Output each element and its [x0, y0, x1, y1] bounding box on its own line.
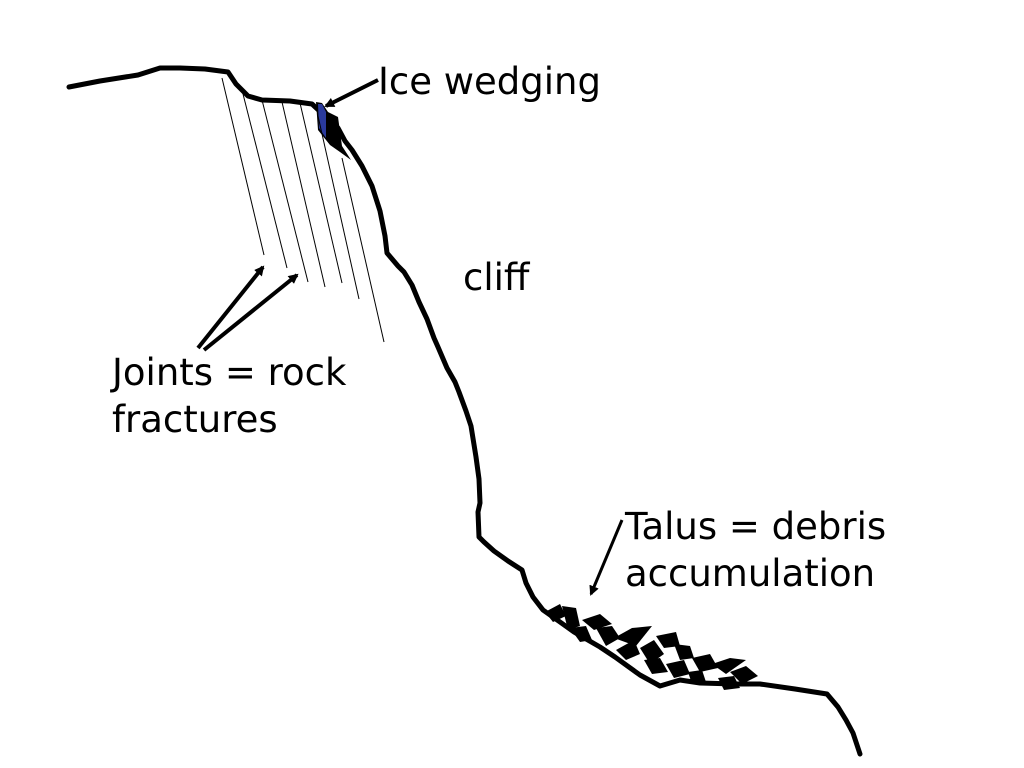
- joint-line: [241, 89, 288, 269]
- debris-rock: [674, 644, 694, 660]
- debris-rock: [688, 670, 706, 684]
- joint-line: [341, 157, 385, 343]
- joints-text-line1: Joints = rock: [112, 351, 347, 394]
- talus-text-line2: accumulation: [625, 552, 876, 595]
- debris-rock: [640, 640, 664, 664]
- debris-rock: [582, 614, 612, 630]
- debris-rock: [545, 604, 566, 622]
- debris-rock: [614, 626, 652, 646]
- debris-rock: [596, 626, 620, 646]
- ice-wedge-fill: [318, 104, 326, 138]
- cliff-label: cliff: [463, 254, 529, 301]
- debris-rock: [666, 660, 690, 678]
- ice-wedging-label: Ice wedging: [378, 58, 601, 105]
- cliff-text: cliff: [463, 256, 530, 299]
- debris-rock: [712, 658, 746, 674]
- joint-line: [261, 99, 309, 283]
- debris-rock: [730, 666, 758, 684]
- debris-rock: [692, 654, 718, 672]
- joints-text-line2: fractures: [112, 398, 278, 441]
- joint-line: [281, 101, 326, 288]
- joint-line: [221, 77, 265, 256]
- joint-line: [299, 102, 343, 284]
- talus-text-line1: Talus = debris: [625, 505, 887, 548]
- joints-label: Joints = rock fractures: [112, 349, 346, 443]
- joint-lines: [221, 77, 385, 343]
- debris-rock: [644, 658, 668, 674]
- joints-arrow-1: [196, 265, 265, 350]
- debris-rock: [570, 626, 592, 642]
- ice-wedging-arrow: [324, 78, 379, 108]
- debris-rock: [562, 606, 580, 630]
- joint-line: [317, 115, 360, 300]
- ice-wedging-text: Ice wedging: [378, 60, 601, 103]
- debris-rock: [718, 676, 740, 690]
- talus-debris: [545, 604, 758, 690]
- debris-rock: [616, 640, 640, 660]
- joints-arrow-2: [202, 273, 299, 352]
- talus-arrow: [589, 519, 624, 596]
- talus-label: Talus = debris accumulation: [625, 503, 886, 597]
- cliff-outline: [66, 65, 863, 757]
